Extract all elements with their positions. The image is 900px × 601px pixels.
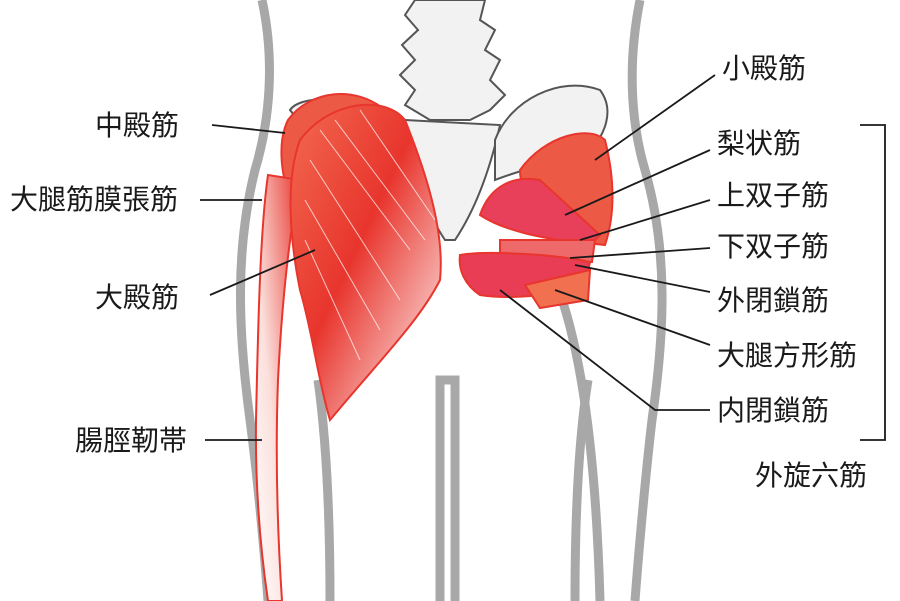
label-tensor-fasciae-latae: 大腿筋膜張筋	[10, 183, 179, 216]
label-deep-six-rotators: 外旋六筋	[755, 459, 868, 492]
label-inferior-gemellus: 下双子筋	[717, 230, 830, 263]
leader-lines	[200, 74, 886, 441]
label-gluteus-medius: 中殿筋	[95, 109, 180, 142]
quadratus-femoris-shape	[523, 268, 592, 310]
label-piriformis: 梨状筋	[717, 127, 802, 160]
label-quadratus-femoris: 大腿方形筋	[717, 339, 858, 372]
label-gluteus-minimus: 小殿筋	[722, 52, 807, 85]
label-obturator-externus: 外閉鎖筋	[717, 284, 830, 317]
label-iliotibial-band: 腸脛靭帯	[75, 424, 188, 457]
label-gluteus-maximus: 大殿筋	[95, 281, 180, 314]
iliotibial-band-shape	[254, 173, 302, 601]
gluteus-maximus-shape	[289, 103, 442, 423]
label-obturator-internus: 内閉鎖筋	[717, 394, 830, 427]
label-superior-gemellus: 上双子筋	[717, 179, 830, 212]
